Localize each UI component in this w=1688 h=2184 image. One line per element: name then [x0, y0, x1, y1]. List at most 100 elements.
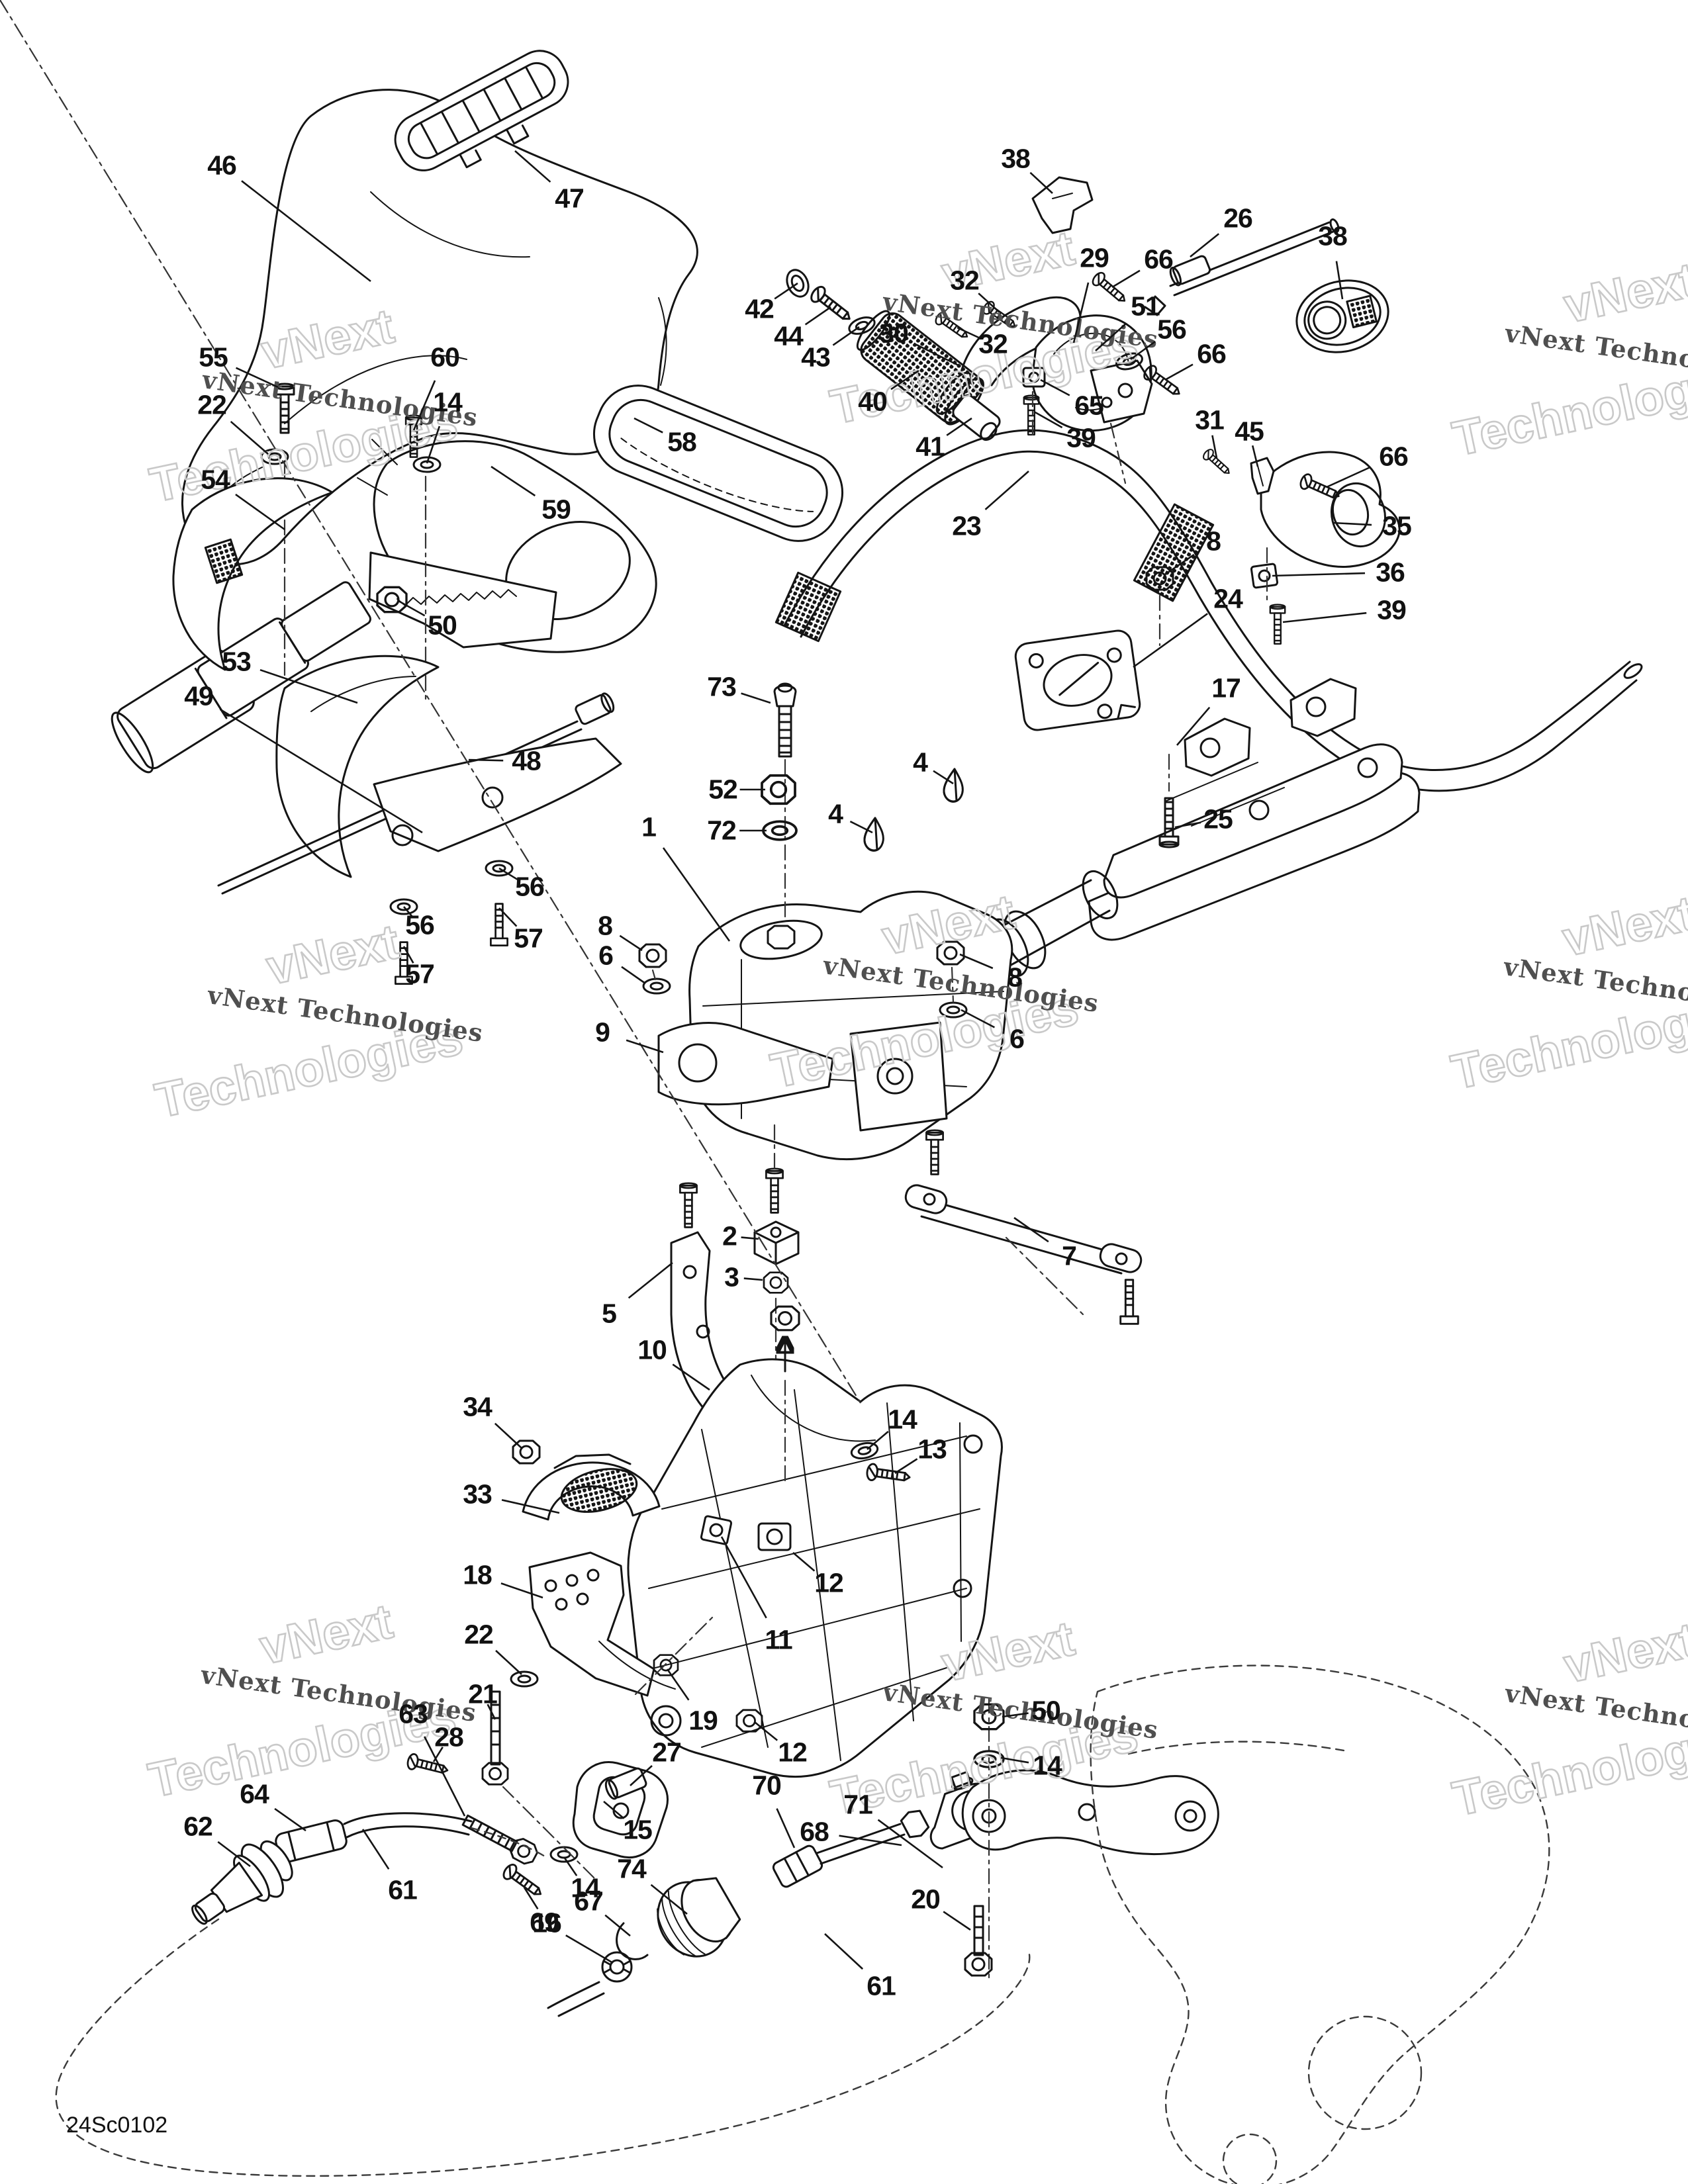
callout-40-31: 40 [858, 386, 888, 417]
callout-39-39: 39 [1377, 594, 1407, 625]
leader-line-8 [1164, 553, 1195, 576]
callout-56-13: 56 [515, 871, 545, 902]
leader-line-68 [839, 1835, 902, 1846]
callout-21-66: 21 [468, 1678, 498, 1709]
leader-line-14 [867, 1431, 889, 1450]
leader-line-47 [514, 150, 551, 183]
cable-union [657, 1877, 741, 1958]
callout-6-56: 6 [1009, 1023, 1025, 1054]
callout-62-80: 62 [183, 1811, 213, 1842]
leader-line-38 [1335, 261, 1344, 300]
leader-line-20 [943, 1911, 971, 1931]
callout-58-7: 58 [667, 426, 697, 457]
leader-line-5 [628, 1261, 673, 1299]
vent-grille [394, 50, 569, 171]
leader-line-41 [946, 417, 972, 436]
callout-22-3: 22 [197, 389, 227, 420]
callout-46-0: 46 [207, 150, 237, 181]
leader-line-19 [666, 1668, 690, 1701]
callout-2-58: 2 [722, 1220, 737, 1251]
callout-42-28: 42 [745, 293, 774, 324]
callout-69-84: 69 [530, 1907, 559, 1938]
leader-line-9 [626, 1039, 664, 1054]
callout-56-24: 56 [1157, 314, 1187, 345]
leader-line-50 [398, 600, 426, 617]
callout-25-50: 25 [1203, 803, 1233, 835]
callout-14-69: 14 [888, 1404, 917, 1435]
leader-line-56 [1130, 340, 1156, 361]
callout-10-61: 10 [637, 1334, 667, 1365]
leader-line-24 [1133, 613, 1208, 668]
leader-line-60 [412, 380, 436, 431]
leader-line-16 [523, 1887, 539, 1910]
leader-line-42 [774, 282, 798, 300]
leader-line-61 [824, 1933, 864, 1970]
leader-line-6 [961, 1009, 996, 1028]
leader-line-56 [498, 867, 518, 880]
leader-line-66 [1326, 466, 1371, 488]
callout-66-25: 66 [1197, 338, 1227, 369]
leader-line-26 [1190, 233, 1220, 258]
leader-line-12 [754, 1721, 778, 1741]
handlebar-assembly [774, 176, 1643, 792]
callout-8-40: 8 [1206, 525, 1221, 557]
callout-50-90: 50 [1031, 1695, 1061, 1726]
callout-41-32: 41 [915, 431, 945, 462]
leader-line-25 [1174, 821, 1201, 829]
callout-70-85: 70 [752, 1770, 782, 1801]
callout-74-82: 74 [617, 1853, 647, 1884]
callout-44-29: 44 [774, 320, 804, 351]
callout-48-12: 48 [512, 745, 541, 776]
seat-assembly [111, 50, 844, 985]
callout-24-41: 24 [1213, 583, 1243, 614]
steering-cables [55, 1664, 1550, 2184]
leader-line-74 [650, 1884, 688, 1915]
leader-line-10 [672, 1363, 710, 1391]
drawing-code: 24Sc0102 [66, 2113, 168, 2138]
callout-64-79: 64 [240, 1778, 269, 1809]
tie-link [904, 1129, 1143, 1325]
steering-column [638, 678, 1421, 1498]
callout-8-52: 8 [598, 910, 613, 941]
leader-line-62 [217, 1841, 251, 1868]
callout-1-51: 1 [641, 811, 657, 842]
leader-line-8 [959, 953, 994, 970]
callout-18-64: 18 [463, 1559, 492, 1590]
leader-line-8 [619, 934, 643, 952]
callout-61-88: 61 [867, 1970, 896, 2001]
callout-56-15: 56 [405, 909, 435, 940]
leader-line-4 [933, 770, 954, 785]
column-clamp [522, 1453, 661, 1521]
callout-8-55: 8 [1008, 962, 1023, 993]
leader-line-44 [804, 306, 831, 326]
callout-22-65: 22 [464, 1619, 494, 1650]
seat-pad [592, 385, 844, 542]
leader-line-15 [603, 1801, 625, 1819]
callout-66-22: 66 [1144, 244, 1174, 275]
callout-59-8: 59 [541, 494, 571, 525]
leader-line-6 [621, 966, 646, 985]
callout-66-36: 66 [1379, 441, 1409, 472]
leader-line-32 [957, 326, 979, 339]
callout-39-27: 39 [1066, 422, 1096, 453]
leader-line-14 [426, 426, 441, 464]
callout-61-81: 61 [388, 1874, 418, 1905]
callout-50-9: 50 [428, 610, 457, 641]
callout-33-63: 33 [463, 1479, 492, 1510]
callout-13-70: 13 [917, 1433, 947, 1465]
cable-fitting [191, 1840, 293, 1925]
callout-38-17: 38 [1001, 143, 1031, 174]
leader-line-53 [259, 668, 358, 704]
leader-line-2 [741, 1236, 759, 1240]
leader-line-30 [915, 343, 959, 367]
leader-line-4 [849, 821, 873, 834]
callout-9-54: 9 [595, 1017, 610, 1048]
callout-51-23: 51 [1131, 291, 1160, 322]
callout-32-33: 32 [978, 328, 1008, 359]
leader-line-66 [1111, 269, 1141, 289]
callout-12-71: 12 [814, 1567, 844, 1598]
callout-29-21: 29 [1080, 242, 1109, 273]
steering-bolt [773, 682, 797, 758]
